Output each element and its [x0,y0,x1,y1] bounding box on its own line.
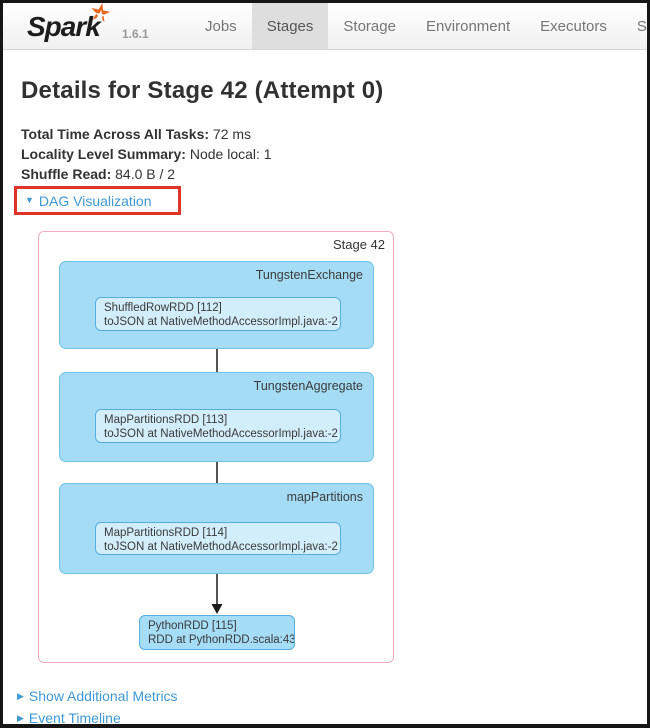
dag-node-mappartitionsrdd-114[interactable]: MapPartitionsRDD [114] toJSON at NativeM… [95,522,341,555]
summary-shuffle-read-label: Shuffle Read: [21,166,112,182]
dag-node-mappartitionsrdd-113[interactable]: MapPartitionsRDD [113] toJSON at NativeM… [95,409,341,443]
spark-logo-text: Spark [27,11,101,42]
summary-shuffle-read: Shuffle Read: 84.0 B / 2 [21,164,272,184]
tab-storage[interactable]: Storage [343,17,396,35]
node-title: MapPartitionsRDD [114] [104,527,228,539]
summary-total-time: Total Time Across All Tasks: 72 ms [21,124,272,144]
spark-logo[interactable]: Spark ★ ★ 1.6.1 [27,3,149,47]
summary-total-time-value: 72 ms [212,126,252,142]
triangle-down-icon: ▼ [25,195,34,205]
node-callsite: toJSON at NativeMethodAccessorImpl.java:… [104,541,338,553]
show-additional-metrics-toggle[interactable]: ▶ Show Additional Metrics [17,688,178,704]
node-callsite: toJSON at NativeMethodAccessorImpl.java:… [104,428,338,440]
stage-summary: Total Time Across All Tasks: 72 ms Local… [21,124,272,184]
dag-node-shuffledrowrdd-112[interactable]: ShuffledRowRDD [112] toJSON at NativeMet… [95,297,341,331]
dag-cluster-mappartitions: mapPartitions MapPartitionsRDD [114] toJ… [59,483,374,574]
cluster-label: TungstenAggregate [253,379,363,393]
stage-label: Stage 42 [332,237,385,252]
node-callsite: toJSON at NativeMethodAccessorImpl.java:… [104,316,338,328]
spark-version: 1.6.1 [122,27,149,41]
nav-tabs: Jobs Stages Storage Environment Executor… [190,3,647,49]
dag-visualization-toggle[interactable]: ▼ DAG Visualization [25,193,152,209]
dag-node-pythonrdd-115[interactable]: PythonRDD [115] RDD at PythonRDD.scala:4… [139,615,295,650]
dag-visualization-label: DAG Visualization [38,192,152,209]
summary-shuffle-read-value: 84.0 B / 2 [115,166,176,182]
tab-sql[interactable]: SQL [636,17,647,35]
show-additional-metrics-label: Show Additional Metrics [28,688,178,704]
annotation-red-box: ▼ DAG Visualization [14,186,181,215]
summary-total-time-label: Total Time Across All Tasks: [21,126,210,142]
dag-cluster-tungsten-aggregate: TungstenAggregate MapPartitionsRDD [113]… [59,372,374,462]
summary-locality-label: Locality Level Summary: [21,146,186,162]
summary-locality: Locality Level Summary: Node local: 1 [21,144,272,164]
node-title: PythonRDD [115] [148,620,237,632]
triangle-right-icon: ▶ [17,712,24,723]
triangle-right-icon: ▶ [17,690,24,701]
tab-executors[interactable]: Executors [540,17,607,35]
node-title: MapPartitionsRDD [113] [104,414,228,426]
event-timeline-toggle[interactable]: ▶ Event Timeline [17,710,121,726]
cluster-label: TungstenExchange [255,268,363,282]
node-callsite: RDD at PythonRDD.scala:43 [148,634,295,646]
page-title: Details for Stage 42 (Attempt 0) [21,77,384,104]
dag-visualization-canvas: Stage 42 TungstenExchange ShuffledRowRDD… [38,231,394,663]
event-timeline-label: Event Timeline [28,710,121,726]
tab-jobs[interactable]: Jobs [205,17,237,35]
tab-environment[interactable]: Environment [425,17,511,35]
tab-stages[interactable]: Stages [251,3,329,49]
top-navbar: Spark ★ ★ 1.6.1 Jobs Stages Storage Envi… [3,3,647,50]
summary-locality-value: Node local: 1 [189,146,272,162]
dag-cluster-tungsten-exchange: TungstenExchange ShuffledRowRDD [112] to… [59,261,374,349]
cluster-label: mapPartitions [286,490,363,504]
node-title: ShuffledRowRDD [112] [104,302,222,314]
